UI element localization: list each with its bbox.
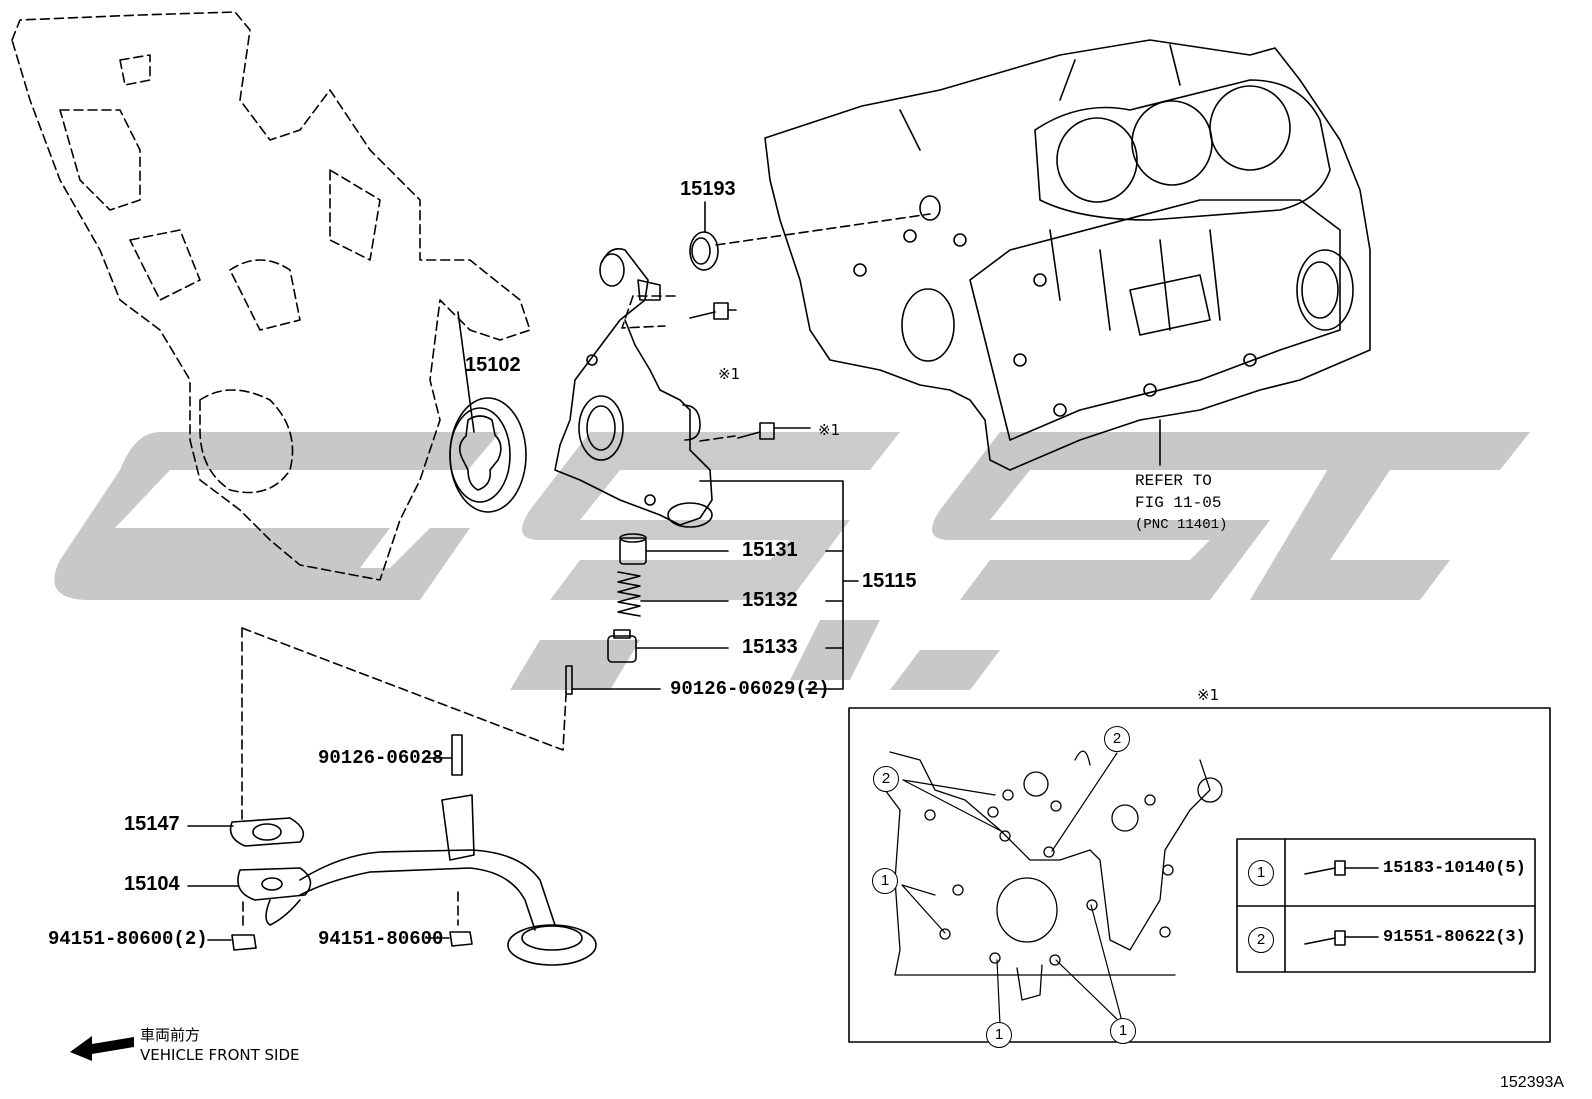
front-side-jp: 車両前方 xyxy=(140,1026,201,1044)
part-label-15131[interactable]: 15131 xyxy=(742,539,798,561)
callout-1-a: 1 xyxy=(872,868,898,894)
cylinder-block xyxy=(764,39,1371,471)
plug-15133 xyxy=(607,629,729,663)
callout-2-b: 2 xyxy=(1104,726,1130,752)
watermark-logo xyxy=(54,432,1530,690)
assembly-lines xyxy=(241,213,931,931)
stud-90126-06029 xyxy=(565,665,661,695)
callout-1-b: 1 xyxy=(986,1022,1012,1048)
part-label-94151-80600[interactable]: 94151-80600 xyxy=(318,928,444,950)
detail-callout-leaders xyxy=(901,752,1124,1026)
front-arrow-icon xyxy=(70,1036,134,1061)
bolt-note1-upper xyxy=(689,302,737,320)
nut-94151-80600-2 xyxy=(207,934,257,951)
refer-line1: REFER TO xyxy=(1135,472,1212,490)
detail-box xyxy=(848,707,1551,1043)
oil-pump-rotor-15102 xyxy=(449,397,527,513)
part-label-15133[interactable]: 15133 xyxy=(742,636,798,658)
part-label-15102[interactable]: 15102 xyxy=(465,354,521,376)
bolt-note1-lower xyxy=(737,422,811,440)
callout-1-c: 1 xyxy=(1110,1018,1136,1044)
legend-part-2[interactable]: 91551-80622(3) xyxy=(1383,928,1526,947)
part-label-15132[interactable]: 15132 xyxy=(742,589,798,611)
legend-table xyxy=(1236,838,1536,973)
detail-marker: ※1 xyxy=(1197,686,1220,704)
legend-num-2: 2 xyxy=(1248,927,1274,953)
oil-pump-body xyxy=(554,248,713,528)
callout-2-a: 2 xyxy=(873,766,899,792)
stud-90126-06028 xyxy=(425,734,463,776)
part-label-90126-06028[interactable]: 90126-06028 xyxy=(318,747,444,769)
relief-valve-15131 xyxy=(619,533,729,565)
part-label-15104[interactable]: 15104 xyxy=(124,873,180,895)
front-side-en: VEHICLE FRONT SIDE xyxy=(140,1046,300,1064)
part-label-94151-80600-2[interactable]: 94151-80600(2) xyxy=(48,928,208,950)
oil-seal-15193 xyxy=(689,231,719,271)
part-label-90126-06029[interactable]: 90126-06029(2) xyxy=(670,678,830,700)
legend-part-1[interactable]: 15183-10140(5) xyxy=(1383,859,1526,878)
timing-chain-cover xyxy=(11,11,531,581)
part-label-15193[interactable]: 15193 xyxy=(680,178,736,200)
figure-code: 152393A xyxy=(1500,1074,1565,1091)
part-label-15115[interactable]: 15115 xyxy=(862,570,917,592)
refer-line2[interactable]: FIG 11-05 xyxy=(1135,494,1222,512)
note-marker-lower: ※1 xyxy=(818,421,841,439)
note-marker-upper: ※1 xyxy=(718,365,741,383)
legend-num-1: 1 xyxy=(1248,860,1274,886)
oil-strainer-15104 xyxy=(237,794,597,966)
part-label-15147[interactable]: 15147 xyxy=(124,813,180,835)
detail-view-engine-front xyxy=(884,750,1223,1001)
bracket-15115 xyxy=(699,480,859,690)
gasket-15147 xyxy=(229,817,305,847)
refer-line3: (PNC 11401) xyxy=(1135,517,1228,533)
leader-15102 xyxy=(457,311,475,433)
spring-15132 xyxy=(617,571,729,617)
nut-94151-80600 xyxy=(425,931,473,947)
